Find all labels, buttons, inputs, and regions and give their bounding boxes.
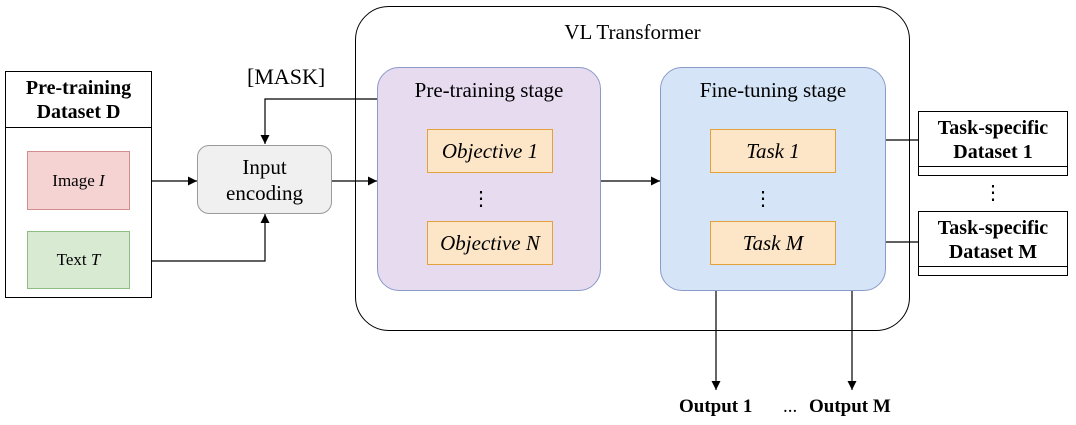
outputs-separator: ... — [783, 396, 798, 417]
objective-n-box: Objective N — [427, 221, 553, 265]
pretraining-dataset-title-line1: Pre-training — [25, 77, 132, 99]
task-dataset-1-line2: Dataset 1 — [953, 141, 1033, 163]
arrow-text-to-encoding — [130, 214, 270, 262]
pretraining-dataset-header: Pre-training Dataset D — [6, 72, 151, 128]
vl-transformer-container — [355, 6, 910, 331]
finetuning-stage-title: Fine-tuning stage — [699, 78, 847, 102]
tasks-ellipsis: ⋮ — [753, 188, 773, 210]
output-1-label: Output 1 — [679, 396, 753, 417]
task-1-box: Task 1 — [710, 129, 836, 173]
pretraining-stage-title: Pre-training stage — [414, 78, 564, 102]
text-input-box: Text T — [27, 231, 130, 289]
text-input-symbol: T — [90, 250, 101, 269]
task-dataset-1-box: Task-specific Dataset 1 — [918, 111, 1068, 176]
task-m-box: Task M — [710, 221, 836, 265]
image-input-box: Image I — [27, 151, 130, 210]
task-dataset-m-header: Task-specific Dataset M — [919, 212, 1067, 267]
vl-transformer-title: VL Transformer — [564, 20, 701, 44]
objective-1-box: Objective 1 — [427, 129, 553, 173]
image-input-symbol: I — [99, 170, 105, 190]
task-datasets-ellipsis: ⋮ — [983, 182, 1003, 204]
task-dataset-m-line2: Dataset M — [948, 241, 1038, 263]
input-encoding-line2: encoding — [226, 180, 303, 205]
output-m-label: Output M — [809, 396, 891, 417]
task-dataset-1-header: Task-specific Dataset 1 — [919, 112, 1067, 167]
task-dataset-m-line1: Task-specific — [937, 217, 1049, 239]
input-encoding-line1: Input — [242, 154, 287, 179]
text-input-label: Text — [56, 250, 87, 269]
task-dataset-m-box: Task-specific Dataset M — [918, 211, 1068, 276]
mask-token-label: [MASK] — [247, 64, 326, 89]
objectives-ellipsis: ⋮ — [471, 188, 491, 210]
input-encoding-box: Input encoding — [197, 145, 332, 214]
pretraining-dataset-title-line2: Dataset D — [36, 101, 121, 123]
task-dataset-1-line1: Task-specific — [937, 117, 1049, 139]
image-input-label: Image — [52, 170, 95, 190]
